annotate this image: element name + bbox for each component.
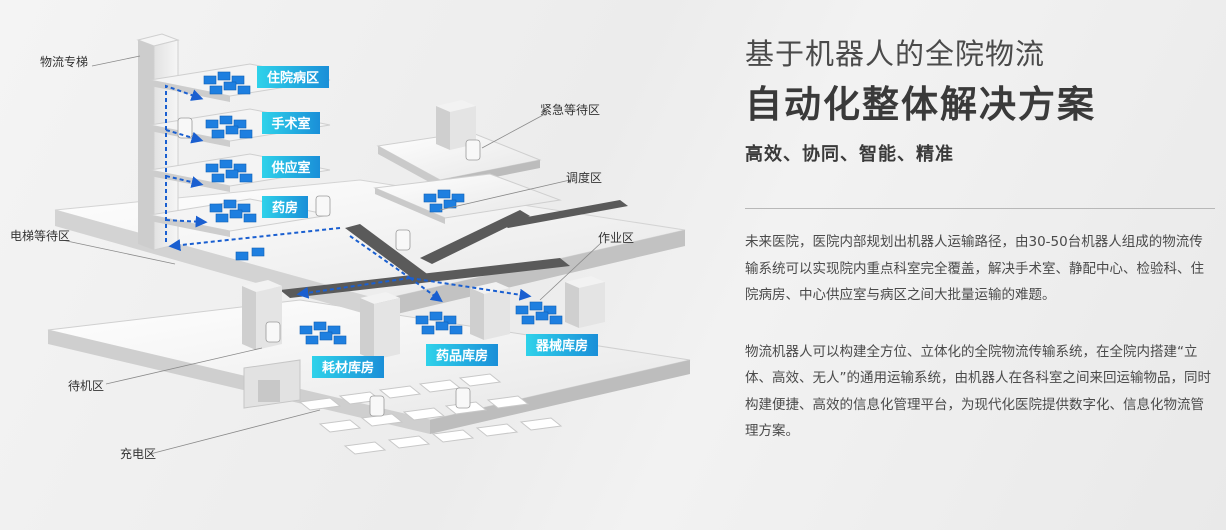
- room-label-consumables: 耗材库房: [312, 356, 384, 378]
- callout-work-area: 作业区: [598, 231, 634, 245]
- cargo-cluster-dispatch: [423, 189, 465, 213]
- room-label-text: 药房: [272, 200, 298, 216]
- emergency-platform: [376, 100, 542, 188]
- room-label-text: 药品库房: [436, 348, 488, 364]
- route-arrows: [165, 84, 532, 303]
- room-label-equipment: 器械库房: [526, 334, 598, 356]
- cargo-cluster-floor: [235, 247, 265, 261]
- robot-icon: [265, 321, 281, 343]
- title-line-1: 基于机器人的全院物流: [745, 37, 1046, 71]
- cargo-cluster-equipment: [515, 301, 563, 325]
- corridors: [280, 200, 628, 298]
- cargo-cluster-pharmacy: [209, 199, 257, 223]
- cargo-cluster-medicine: [415, 311, 463, 335]
- room-label-pharmacy: 药房: [262, 196, 308, 218]
- room-label-operating: 手术室: [262, 112, 320, 134]
- dispatch-platform: [373, 173, 562, 224]
- room-label-supply: 供应室: [262, 156, 320, 178]
- paragraph-2: 物流机器人可以构建全方位、立体化的全院物流传输系统，在全院内搭建“立体、高效、无…: [745, 343, 1211, 440]
- callout-texts: 物流专梯 电梯等待区 待机区 充电区 紧急等待区 调度区 作业区: [10, 54, 634, 461]
- robot-icon: [369, 395, 385, 417]
- paragraph-1: 未来医院，医院内部规划出机器人运输路径，由30-50台机器人组成的物流传输系统可…: [745, 234, 1204, 303]
- robot-icon: [455, 387, 471, 409]
- cargo-cluster-supply: [205, 159, 253, 183]
- room-label-text: 耗材库房: [322, 360, 374, 376]
- callout-lines: [61, 55, 603, 455]
- callout-charging: 充电区: [120, 446, 156, 461]
- room-label-medicine: 药品库房: [426, 344, 498, 366]
- subtitle: 高效、协同、智能、精准: [745, 144, 954, 165]
- callout-logistics-elevator: 物流专梯: [40, 54, 88, 69]
- title-line-2: 自动化整体解决方案: [745, 83, 1096, 126]
- charging-pads: [298, 373, 563, 455]
- room-label-text: 器械库房: [535, 338, 588, 354]
- callout-dispatch: 调度区: [566, 170, 602, 185]
- room-label-text: 供应室: [270, 160, 310, 176]
- callout-elevator-waiting: 电梯等待区: [10, 229, 70, 243]
- room-label-text: 住院病区: [267, 70, 319, 86]
- robot-icon: [315, 195, 331, 217]
- cargo-boxes: [203, 71, 563, 345]
- cargo-cluster-or: [205, 115, 253, 139]
- room-labels: 住院病区 手术室 供应室 药房 耗材库房 药品库房: [257, 66, 598, 378]
- robot-icon: [465, 139, 481, 161]
- cargo-cluster-ward: [203, 71, 251, 95]
- robot-icon: [395, 229, 411, 251]
- lower-front-block: [243, 359, 301, 409]
- room-label-text: 手术室: [271, 116, 310, 132]
- divider: [745, 208, 1215, 209]
- cargo-cluster-consumables: [299, 321, 347, 345]
- room-label-inpatient: 住院病区: [257, 66, 329, 88]
- robots: [177, 117, 481, 417]
- callout-standby: 待机区: [68, 379, 104, 393]
- solution-text-panel: 基于机器人的全院物流 自动化整体解决方案 高效、协同、智能、精准 未来医院，医院…: [745, 34, 1215, 445]
- hospital-logistics-diagram: 住院病区 手术室 供应室 药房 耗材库房 药品库房: [10, 33, 691, 461]
- robot-icon: [177, 117, 193, 139]
- callout-emergency-waiting: 紧急等待区: [540, 102, 600, 117]
